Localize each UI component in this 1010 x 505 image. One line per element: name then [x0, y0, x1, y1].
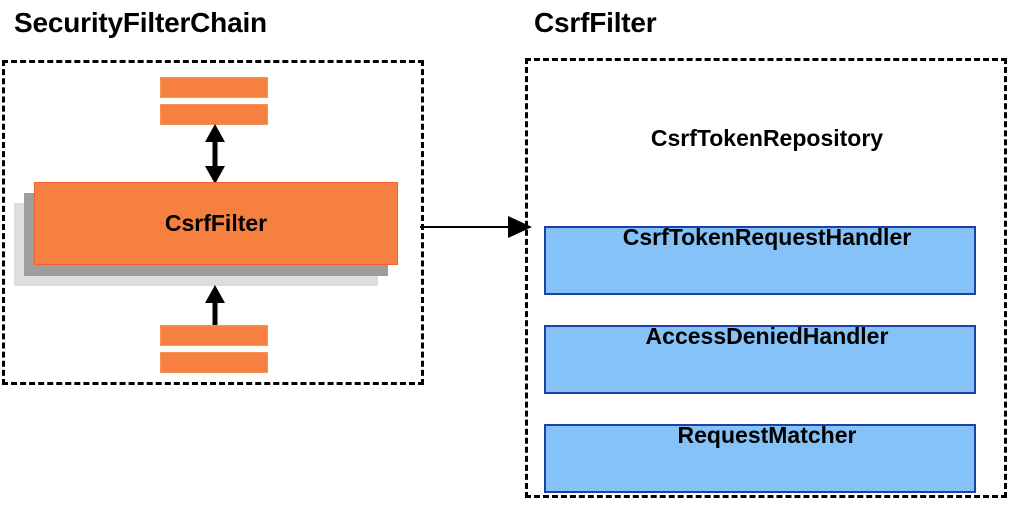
right-panel-title: CsrfFilter [534, 7, 657, 38]
filter-bar-above-1 [160, 77, 268, 98]
bidirectional-arrow-upper [204, 124, 226, 184]
filter-bar-below-1 [160, 325, 268, 346]
card-face: CsrfTokenRequestHandler [544, 224, 976, 394]
card-face: AccessDeniedHandler [544, 323, 976, 493]
collaborator-card[interactable]: RequestMatcher [544, 393, 990, 478]
filter-bar-below-2 [160, 352, 268, 373]
collaborator-card[interactable]: AccessDeniedHandler [544, 294, 990, 493]
collaborator-card[interactable]: CsrfTokenRequestHandler [544, 195, 990, 394]
filter-bar-above-2 [160, 104, 268, 125]
card-face: CsrfTokenRepository [544, 125, 976, 295]
csrf-filter-card[interactable]: CsrfFilter [14, 182, 418, 286]
collaborator-card[interactable]: CsrfTokenRepository [544, 96, 990, 295]
collaborator-card-label: CsrfTokenRequestHandler [622, 224, 912, 250]
collaborator-card-label: CsrfTokenRepository [650, 125, 884, 151]
collaborator-card-label: AccessDeniedHandler [645, 323, 889, 349]
security-filter-chain-container [2, 60, 424, 385]
connector-arrow-right [420, 214, 532, 240]
collaborator-card-label: RequestMatcher [677, 422, 857, 448]
card-face: CsrfFilter [34, 182, 398, 265]
csrf-filter-card-label: CsrfFilter [164, 210, 268, 236]
left-panel-title: SecurityFilterChain [14, 7, 267, 38]
csrf-filter-container [525, 58, 1007, 498]
